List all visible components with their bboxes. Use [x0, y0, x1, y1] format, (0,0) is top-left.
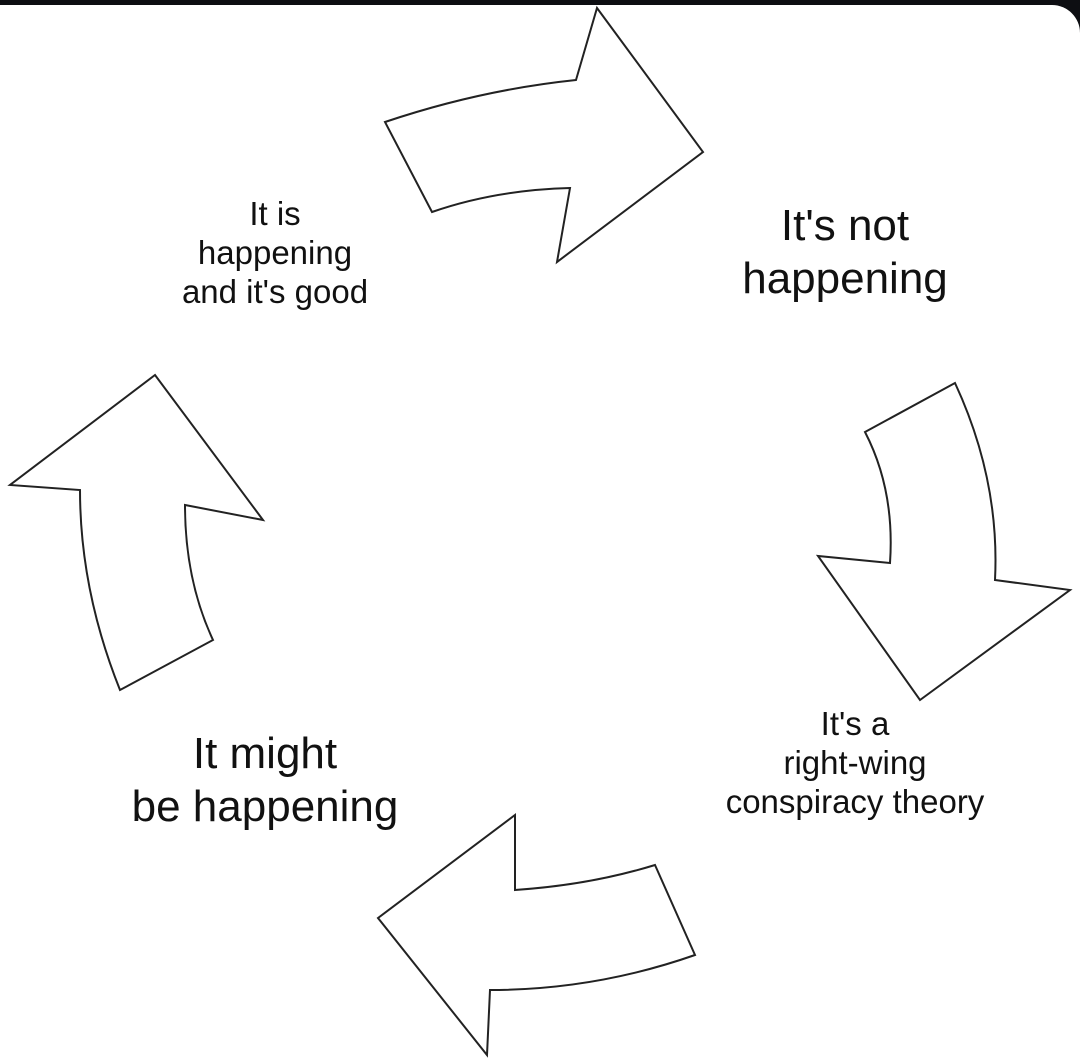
label-line: right-wing	[783, 743, 927, 781]
label-line: It's not	[780, 201, 910, 250]
arrow-top-icon	[383, 5, 705, 265]
arrow-right-icon	[815, 381, 1073, 702]
label-not-happening: It's not happening	[680, 200, 1010, 306]
label-might-be-happening: It might be happening	[80, 728, 450, 834]
arrow-left-icon	[7, 373, 266, 692]
label-line: conspiracy theory	[725, 782, 985, 820]
label-line: and it's good	[181, 272, 369, 310]
label-happening-good: It is happening and it's good	[120, 195, 430, 312]
label-line: happening	[742, 253, 948, 303]
arrow-bottom-icon	[376, 812, 697, 1058]
label-line: be happening	[131, 781, 399, 831]
label-line: happening	[197, 233, 353, 271]
label-line: It might	[192, 729, 338, 778]
label-line: It's a	[820, 705, 890, 742]
label-line: It is	[249, 195, 301, 232]
label-conspiracy-theory: It's a right-wing conspiracy theory	[660, 705, 1050, 822]
